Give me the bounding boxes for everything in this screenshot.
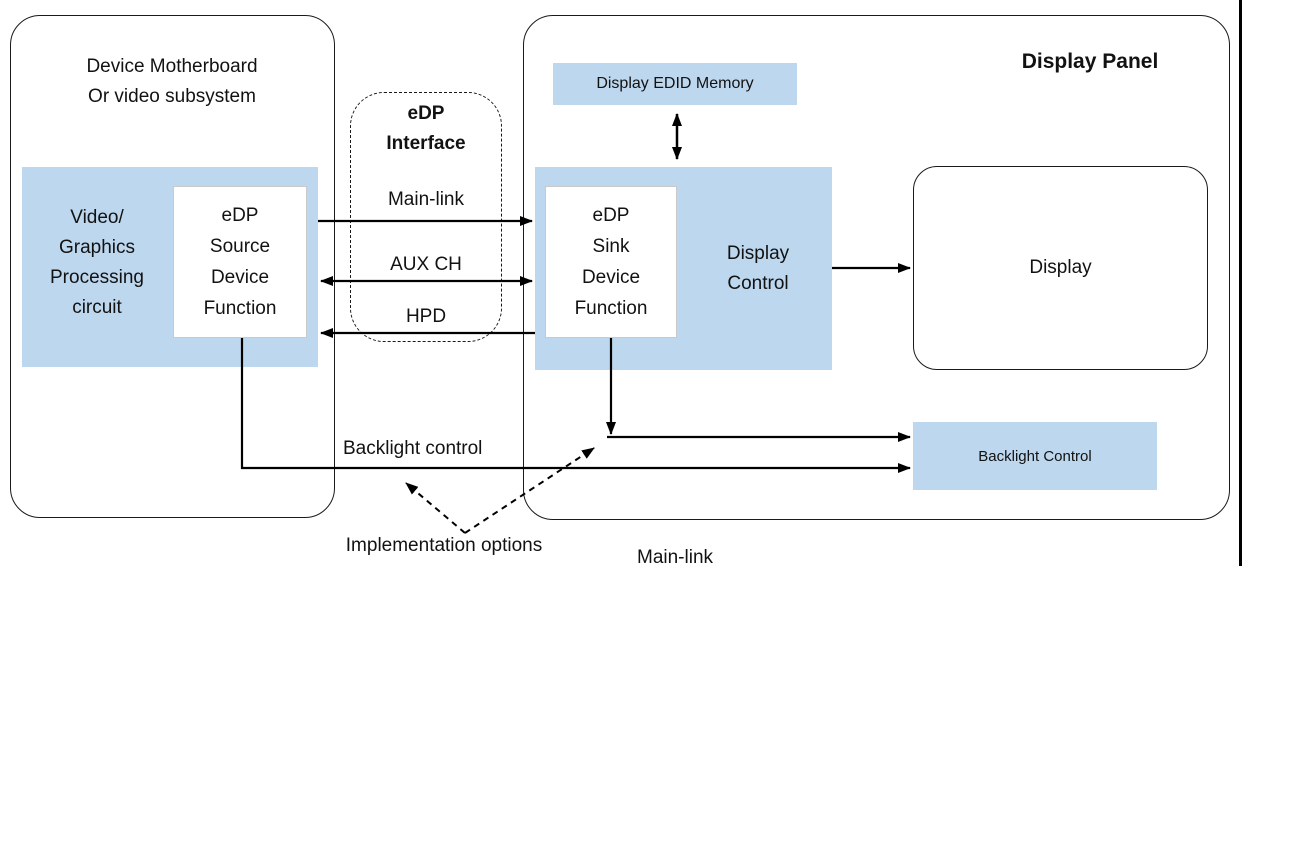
main-link-label: Main-link [387,189,465,210]
edp-source-function-label: eDP Source Device Function [203,205,277,319]
edp-interface-title: eDP Interface [386,103,466,154]
display-panel-container [523,15,1230,520]
edid-memory-label: Display EDID Memory [596,75,754,92]
hpd-label: HPD [405,306,447,327]
backlight-control-box-label: Backlight Control [978,447,1092,465]
display-control-label: Display Control [726,243,790,294]
backlight-control-block [913,422,1157,490]
main-link-bottom-label: Main-link [637,547,714,568]
edp-sink-function-block [545,186,677,338]
backlight-control-line-label: Backlight control [343,438,483,459]
page-edge-line [1239,0,1242,566]
implementation-options-label: Implementation options [345,535,543,556]
edid-memory-block [553,63,797,105]
video-graphics-label: Video/ Graphics Processing circuit [50,207,144,318]
device-motherboard-container [10,15,335,518]
display-block [913,166,1208,370]
display-panel-title: Display Panel [1021,50,1159,73]
aux-ch-label: AUX CH [390,254,462,275]
edp-source-function-block [173,186,307,338]
device-motherboard-title: Device Motherboard Or video subsystem [86,56,258,107]
display-label: Display [1029,257,1092,278]
edp-sink-function-label: eDP Sink Device Function [574,205,648,319]
